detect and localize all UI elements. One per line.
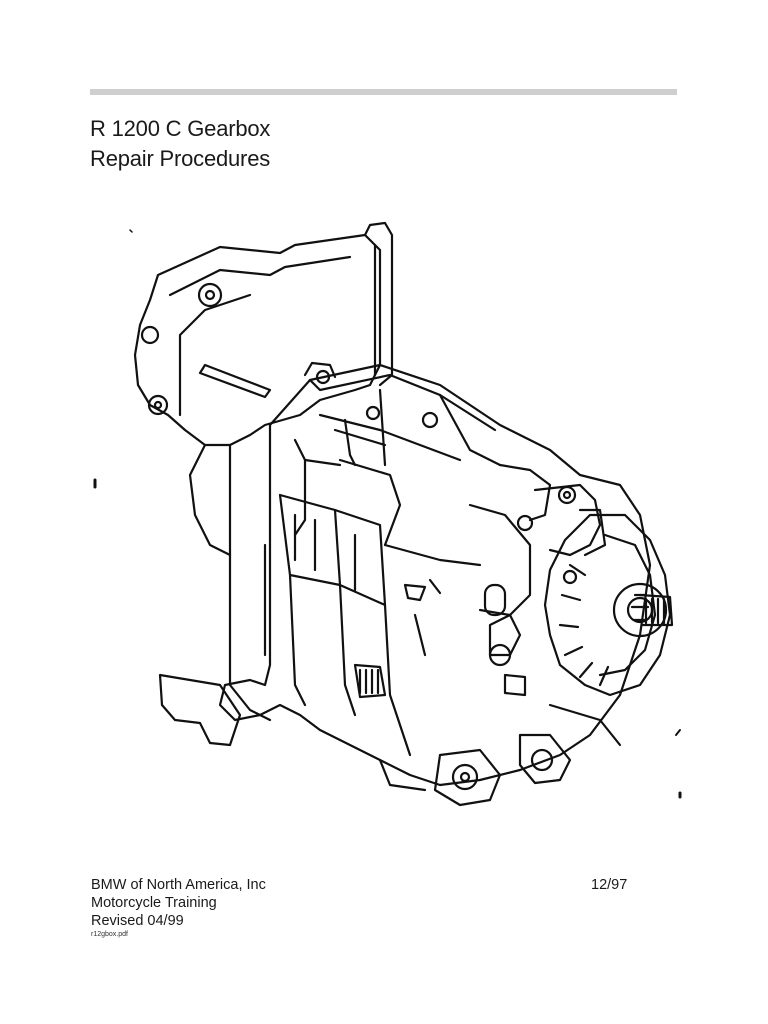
page-title: R 1200 C Gearbox Repair Procedures	[90, 114, 270, 174]
filename: r12gbox.pdf	[91, 931, 128, 938]
footer-publisher-block: BMW of North America, Inc Motorcycle Tra…	[91, 876, 266, 940]
title-line-2: Repair Procedures	[90, 146, 271, 171]
publisher: BMW of North America, Inc	[91, 877, 266, 893]
title-line-1: R 1200 C Gearbox	[90, 116, 271, 141]
top-rule	[90, 89, 677, 95]
footer-date: 12/97	[591, 877, 628, 893]
department: Motorcycle Training	[91, 895, 217, 911]
gearbox-illustration	[93, 221, 682, 807]
revision: Revised 04/99	[91, 913, 184, 929]
